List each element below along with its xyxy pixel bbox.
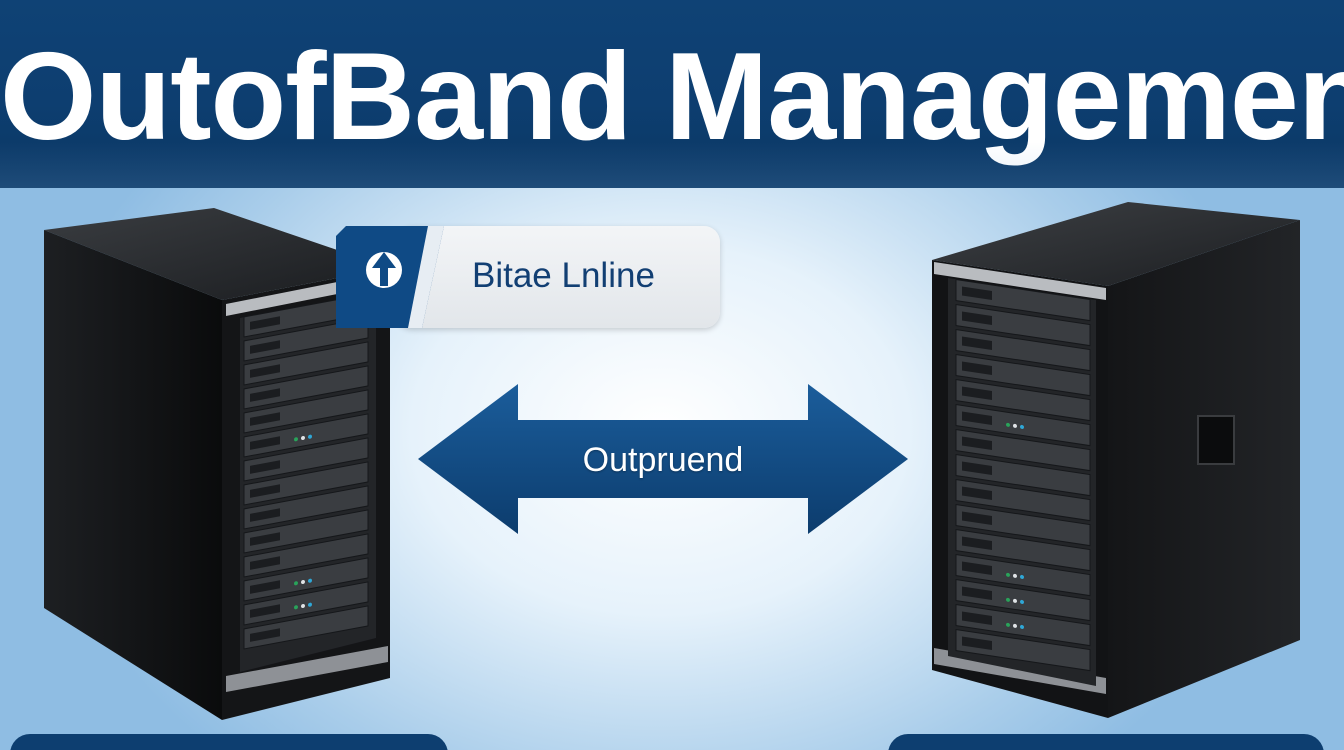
bottom-bar-left [10,734,448,750]
arrow-up-icon [366,252,402,288]
callout-tab [336,224,448,328]
server-tower-left [44,208,394,720]
callout-badge: Bitae Lnline [336,224,720,328]
arrow-label: Outpruend [582,441,744,479]
callout-label: Bitae Lnline [472,256,655,295]
bottom-bar-right [888,734,1324,750]
double-arrow-icon: Outpruend [418,384,908,534]
callout-pill [396,226,720,328]
server-tower-right [932,200,1304,720]
page-title: OutofBand Management [0,28,1344,166]
title-banner: OutofBand Management [0,0,1344,188]
